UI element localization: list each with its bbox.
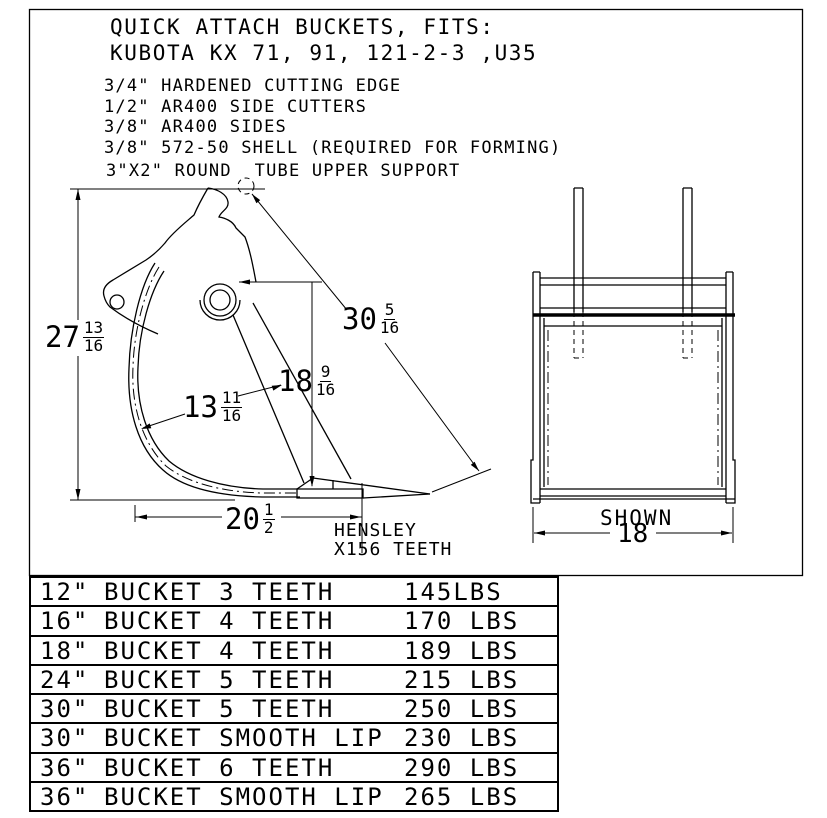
dim-diagonal-reach: 30 5 16 [342, 300, 400, 337]
bucket-desc: BUCKET 5 TEETH [104, 665, 335, 694]
teeth-model-label: X156 TEETH [334, 539, 453, 560]
table-row: 30" BUCKET SMOOTH LIP 230 LBS [31, 724, 557, 754]
bucket-size: 18" [40, 636, 90, 665]
dim-overall-height-fraction: 13 16 [82, 318, 105, 355]
bucket-side-view [102, 177, 492, 499]
side-view-dimensions [70, 188, 480, 553]
spec-side-cutters: 1/2" AR400 SIDE CUTTERS [104, 97, 368, 117]
bucket-desc: BUCKET 5 TEETH [104, 695, 335, 724]
spec-tube-support: 3"X2" ROUND TUBE UPPER SUPPORT [106, 161, 461, 181]
bucket-size-table: 12" BUCKET 3 TEETH 145LBS 16" BUCKET 4 T… [29, 576, 559, 813]
bucket-desc: BUCKET SMOOTH LIP [104, 724, 384, 753]
dim-pivot-to-edge-whole: 18 [278, 363, 313, 398]
dim-bottom-width-fraction: 1 2 [262, 500, 275, 537]
front-view-width-value: 18 [617, 519, 649, 549]
table-row: 24" BUCKET 5 TEETH 215 LBS [31, 665, 557, 696]
dim-shell-depth: 13 11 16 [183, 388, 243, 425]
spec-sides: 3/8" AR400 SIDES [104, 117, 287, 137]
dim-diagonal-reach-whole: 30 [342, 301, 377, 336]
bucket-desc: BUCKET 3 TEETH [104, 578, 335, 606]
bucket-size: 36" [40, 783, 90, 812]
bucket-weight: 230 LBS [404, 724, 520, 753]
dim-diagonal-reach-fraction: 5 16 [379, 300, 400, 337]
bucket-weight: 290 LBS [404, 753, 520, 782]
spec-shell: 3/8" 572-50 SHELL (REQUIRED FOR FORMING) [104, 138, 562, 158]
bucket-desc: BUCKET SMOOTH LIP [104, 783, 384, 812]
bucket-size: 12" [40, 578, 90, 606]
bucket-size: 30" [40, 695, 90, 724]
sheet-border [28, 8, 804, 577]
bucket-weight: 145LBS [404, 578, 503, 606]
dim-bottom-width-whole: 20 [225, 501, 260, 536]
bucket-size: 30" [40, 724, 90, 753]
bucket-weight: 170 LBS [404, 607, 520, 636]
bucket-desc: BUCKET 4 TEETH [104, 636, 335, 665]
table-row: 36" BUCKET 6 TEETH 290 LBS [31, 753, 557, 784]
bucket-weight: 189 LBS [404, 636, 520, 665]
dim-shell-depth-fraction: 11 16 [220, 388, 243, 425]
teeth-brand-label: HENSLEY [334, 520, 417, 541]
table-row: 18" BUCKET 4 TEETH 189 LBS [31, 637, 557, 666]
dim-overall-height: 27 13 16 [45, 318, 105, 355]
dim-pivot-to-edge-fraction: 9 16 [315, 362, 336, 399]
bucket-front-view [530, 187, 736, 543]
dim-bottom-width: 20 1 2 [225, 500, 275, 537]
bucket-weight: 215 LBS [404, 665, 520, 694]
dim-shell-depth-whole: 13 [183, 389, 218, 424]
bucket-desc: BUCKET 4 TEETH [104, 607, 335, 636]
table-row: 16" BUCKET 4 TEETH 170 LBS [31, 607, 557, 637]
bucket-desc: BUCKET 6 TEETH [104, 753, 335, 782]
front-view-shown-label: SHOWN [600, 506, 674, 530]
spec-cutting-edge: 3/4" HARDENED CUTTING EDGE [104, 76, 402, 96]
bucket-weight: 250 LBS [404, 695, 520, 724]
drawing-title-line2: KUBOTA KX 71, 91, 121-2-3 ,U35 [110, 41, 538, 65]
bucket-size: 16" [40, 607, 90, 636]
table-row: 12" BUCKET 3 TEETH 145LBS [31, 578, 557, 608]
table-row: 36" BUCKET SMOOTH LIP 265 LBS [31, 783, 557, 812]
dim-pivot-to-edge: 18 9 16 [278, 362, 336, 399]
drawing-title-line1: QUICK ATTACH BUCKETS, FITS: [110, 15, 495, 39]
bucket-weight: 265 LBS [404, 783, 520, 812]
dim-overall-height-whole: 27 [45, 319, 80, 354]
bucket-size: 36" [40, 753, 90, 782]
table-row: 30" BUCKET 5 TEETH 250 LBS [31, 695, 557, 725]
bucket-size: 24" [40, 665, 90, 694]
